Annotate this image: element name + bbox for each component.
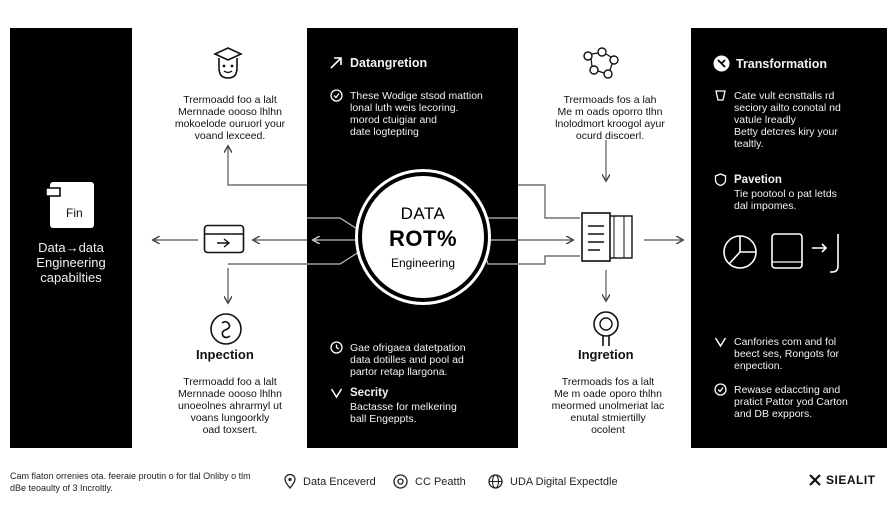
middle-heading-text: Datangretion <box>350 56 428 70</box>
legend-item-3: UDA Digital Expectdle <box>488 474 618 489</box>
right-item-4-text: Rewase edaccting and pratict Pattor yod … <box>734 384 848 420</box>
clock-icon <box>330 341 343 354</box>
middle-item-1-text: These Wodige stsod mattion lonal luth we… <box>350 90 483 138</box>
right-panel-heading: Transformation <box>713 55 827 72</box>
export-arrow-icon <box>812 234 839 273</box>
right-item-1-text: Cate vult ecnsttalis rd seciory ailto co… <box>734 90 841 150</box>
network-icon <box>583 47 619 79</box>
right-item-3-text: Canfories com and fol beect ses, Rongots… <box>734 336 840 372</box>
legend-item-1: Data Enceverd <box>284 474 376 489</box>
brand-mark-icon <box>809 474 821 486</box>
shield-icon <box>714 383 727 396</box>
shield-icon <box>330 89 343 102</box>
pie-chart-icon <box>723 235 757 269</box>
right-heading-text: Transformation <box>736 56 827 71</box>
middle-item-3-text: Bactasse for melkering ball Engeppts. <box>350 401 457 425</box>
document-list-icon <box>581 212 633 262</box>
right-item-2-text: Tie pootool o pat letds dal impomes. <box>734 188 837 212</box>
brand-name: SIEALIT <box>826 473 876 487</box>
ingestion-label: Ingretion <box>578 347 634 362</box>
shield-icon <box>715 90 726 101</box>
middle-item-2: Gae ofrigaea datetpation data dotilles a… <box>330 341 466 378</box>
right-item-2-title: Pavetion <box>734 174 782 186</box>
document-icon <box>45 182 94 228</box>
circle-target-icon <box>393 474 408 489</box>
legend-item-3-label: UDA Digital Expectdle <box>510 475 618 488</box>
middle-item-3-title: Secrity <box>350 387 389 399</box>
middle-item-1: These Wodige stsod mattion lonal luth we… <box>330 89 483 138</box>
globe-icon <box>488 474 503 489</box>
arrow-up-right-icon <box>330 57 342 69</box>
inspection-label: Inpection <box>196 347 254 362</box>
middle-panel-heading: Datangretion <box>328 55 427 71</box>
right-item-1: Cate vult ecnsttalis rd seciory ailto co… <box>714 90 841 150</box>
card-icon <box>203 224 245 254</box>
location-pin-icon <box>284 474 296 489</box>
brand-logo: SIEALIT <box>808 473 876 487</box>
top-right-description: Trermoads fos a lah Me m oads oporro tlh… <box>555 94 665 142</box>
left-panel <box>10 28 132 448</box>
legend-item-2-label: CC Peatth <box>415 475 466 488</box>
check-icon <box>714 337 727 348</box>
center-line-3: Engineering <box>390 256 456 270</box>
middle-item-2-text: Gae ofrigaea datetpation data dotilles a… <box>350 342 466 378</box>
right-item-3: Canfories com and fol beect ses, Rongots… <box>714 336 839 372</box>
top-left-description: Trermoadd foo a lalt Mernnade oooso lhlh… <box>174 94 286 142</box>
center-line-2: ROT% <box>389 226 457 251</box>
transform-icon <box>713 55 730 72</box>
user-icon <box>213 47 243 79</box>
center-line-1: DATA <box>400 204 446 223</box>
check-icon <box>330 388 343 399</box>
document-label: Fin <box>66 206 83 220</box>
shield-check-icon <box>714 173 727 186</box>
inspection-icon <box>210 313 242 345</box>
ingestion-description: Trermoads fos a lalt Me m oade oporo thl… <box>551 376 665 436</box>
ingestion-icon <box>593 311 619 346</box>
legend-item-2: CC Peatth <box>393 474 466 489</box>
footer-note: Cam flaton orrenies ota. feeraie proutin… <box>10 471 251 493</box>
inspection-description: Trermoadd foo a lalt Mernnade oooso lhlh… <box>178 376 282 436</box>
right-item-4: Rewase edaccting and pratict Pattor yod … <box>714 383 848 420</box>
left-panel-title: Data→data Engineering capabilties <box>36 240 106 285</box>
center-hub: DATA ROT% Engineering <box>358 172 488 302</box>
tablet-icon <box>771 233 803 269</box>
legend-item-1-label: Data Enceverd <box>303 475 376 488</box>
